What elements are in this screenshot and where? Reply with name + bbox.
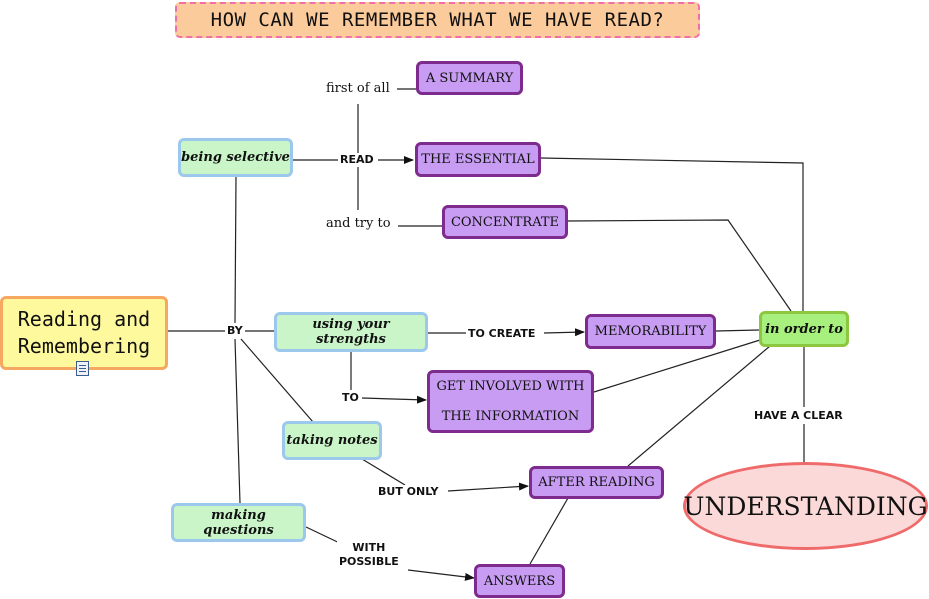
link-label-possible: POSSIBLE (339, 555, 399, 568)
concept-get-involved-with-the-information[interactable]: GET INVOLVED WITH THE INFORMATION (427, 370, 594, 433)
link-label-to-create: TO CREATE (466, 327, 538, 341)
map-title: HOW CAN WE REMEMBER WHAT WE HAVE READ? (175, 2, 700, 38)
concept-being-selective[interactable]: being selective (178, 138, 293, 177)
link-memorability-in-order-to (715, 329, 760, 332)
link-label-first-of-all: first of all (324, 81, 392, 96)
concept-understanding[interactable]: UNDERSTANDING (683, 462, 928, 550)
concept-taking-notes[interactable]: taking notes (282, 421, 382, 460)
root-concept-line-1: Reading and (17, 307, 151, 331)
concept-making-questions[interactable]: making questions (171, 503, 306, 542)
document-icon[interactable] (76, 361, 89, 376)
link-taking-notes-but-only (361, 458, 406, 486)
concept-after-reading[interactable]: AFTER READING (529, 466, 664, 499)
link-essential-in-order-to (540, 157, 804, 311)
link-after-reading-in-order-to (627, 345, 771, 467)
link-by-taking-notes (240, 338, 314, 423)
link-label-with-possible: WITH POSSIBLE (337, 541, 401, 569)
link-label-have-a-clear: HAVE A CLEAR (752, 409, 845, 423)
link-label-read: READ (338, 153, 376, 167)
link-label-but-only: BUT ONLY (376, 485, 441, 499)
concept-using-your-strengths[interactable]: using your strengths (274, 312, 428, 352)
concept-concentrate[interactable]: CONCENTRATE (442, 205, 568, 239)
link-label-with: WITH (352, 541, 386, 554)
root-concept-line-2: Remembering (17, 334, 151, 358)
concept-get-involved-line-2: THE INFORMATION (441, 408, 580, 424)
concept-get-involved-line-1: GET INVOLVED WITH (436, 378, 585, 394)
link-label-to: TO (340, 391, 361, 405)
link-with-answers (407, 569, 475, 581)
link-answers-after-reading (529, 497, 569, 565)
link-to-get-involved (361, 395, 427, 404)
link-label-and-try-to: and try to (324, 216, 393, 231)
link-but-only-after-reading (447, 482, 529, 492)
concept-answers[interactable]: ANSWERS (474, 564, 565, 598)
link-by-being-selective (234, 176, 237, 324)
link-by-making-questions (234, 338, 241, 504)
concept-a-summary[interactable]: A SUMMARY (416, 61, 523, 95)
link-label-by: BY (225, 324, 245, 338)
concept-memorability[interactable]: MEMORABILITY (585, 314, 716, 349)
link-get-involved-in-order-to (593, 339, 761, 393)
link-concentrate-in-order-to (567, 219, 792, 312)
root-concept-reading-and-remembering[interactable]: Reading and Remembering (0, 296, 168, 370)
link-to-create-memorability (543, 328, 585, 337)
concept-the-essential[interactable]: THE ESSENTIAL (415, 142, 541, 177)
concept-in-order-to[interactable]: in order to (759, 311, 849, 347)
